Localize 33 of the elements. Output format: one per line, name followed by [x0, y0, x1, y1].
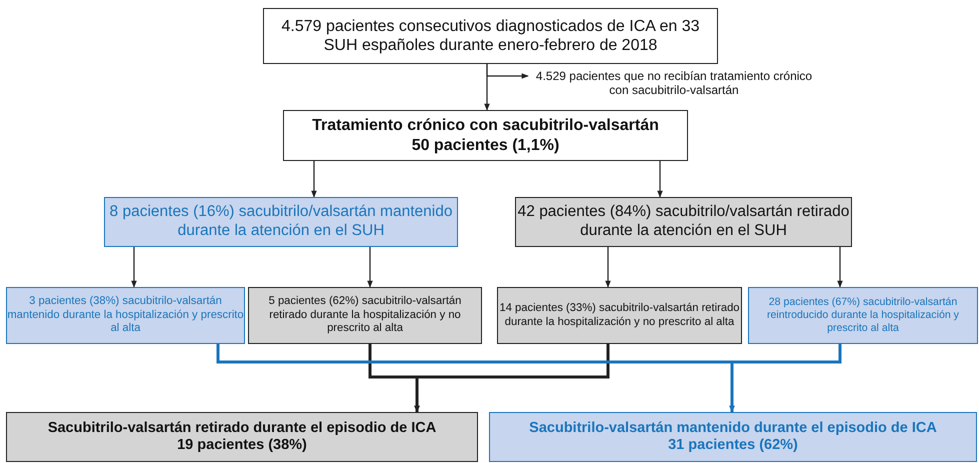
- process-box: [104, 197, 458, 247]
- box-text: 8 pacientes (16%) sacubitrilo/valsartán mantenido durante la atención en el SUH: [108, 203, 454, 241]
- box-text: 3 pacientes (38%) sacubitrilo-valsartán mantenido durante la hospitalización y prescrito al alta: [7, 295, 244, 336]
- process-box: [748, 287, 978, 344]
- process-box: [497, 287, 742, 344]
- box-text: 42 pacientes (84%) sacubitrilo/valsartán retirado durante la atención en el SUH: [516, 203, 850, 241]
- box-text: Sacubitrilo-valsartán mantenido durante el episodio de ICA: [529, 420, 937, 437]
- box-text: 14 pacientes (33%) sacubitrilo-valsartán retirado durante la hospitalización y no prescrito al alta: [498, 302, 741, 329]
- process-box: [263, 8, 718, 64]
- box-text: 50 pacientes (1,1%): [412, 136, 560, 155]
- box-text: Sacubitrilo-valsartán retirado durante el episodio de ICA: [48, 420, 436, 437]
- process-box: [515, 197, 852, 247]
- process-box: [248, 287, 482, 344]
- process-box: [283, 110, 688, 161]
- box-text: 28 pacientes (67%) sacubitrilo-valsartán reintroducido durante la hospitalización y prescrito al alta: [766, 296, 960, 335]
- process-box: [6, 287, 245, 344]
- arrow: [605, 247, 611, 288]
- arrow: [414, 344, 610, 413]
- arrow: [131, 247, 137, 288]
- arrow: [729, 344, 842, 413]
- arrow: [837, 247, 843, 288]
- arrow: [311, 161, 317, 198]
- box-text: 5 pacientes (62%) sacubitrilo-valsartán retirado durante la hospitalización y no prescrito al alta: [268, 295, 462, 336]
- process-box: [6, 412, 478, 462]
- box-text: 31 pacientes (62%): [668, 437, 798, 454]
- arrow: [367, 247, 373, 288]
- arrow: [486, 64, 529, 79]
- box-text: 19 pacientes (38%): [177, 437, 307, 454]
- box-text: 4.579 pacientes consecutivos diagnosticados de ICA en 33 SUH españoles durante enero-febrero de 2018: [280, 16, 701, 56]
- note-text: 4.529 pacientes que no recibían tratamiento crónico con sacubitrilo-valsartán: [534, 68, 814, 98]
- process-box: [489, 412, 977, 462]
- arrow: [657, 161, 663, 198]
- box-text: Tratamiento crónico con sacubitrilo-valsartán: [312, 116, 659, 136]
